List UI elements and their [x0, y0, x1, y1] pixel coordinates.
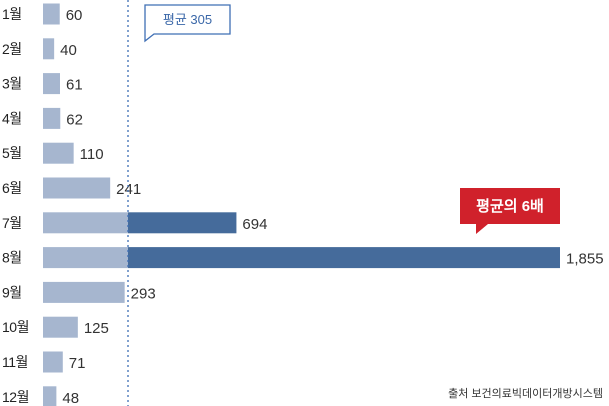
month-label: 2월	[2, 41, 22, 57]
bar-above-average	[128, 247, 561, 269]
month-label: 12월	[2, 389, 29, 405]
bar	[43, 177, 111, 199]
value-label: 40	[60, 42, 77, 59]
value-label: 1,855	[566, 251, 604, 268]
month-label: 11월	[2, 354, 28, 370]
bar	[43, 247, 129, 269]
month-label: 6월	[2, 180, 22, 196]
callout-label: 평균의 6배	[476, 197, 544, 215]
average-label: 평균 305	[163, 12, 212, 27]
callout-box: 평균의 6배	[460, 188, 560, 234]
value-label: 48	[62, 390, 79, 406]
value-label: 71	[69, 355, 86, 372]
month-label: 1월	[2, 6, 22, 22]
bar	[43, 107, 61, 129]
bar-above-average	[128, 212, 237, 234]
average-label-box-shape	[144, 4, 231, 43]
value-label: 125	[84, 320, 109, 337]
value-label: 110	[80, 146, 104, 163]
bar	[43, 142, 74, 164]
bar	[43, 351, 63, 373]
month-label: 9월	[2, 284, 22, 300]
bars-group: 1월 60 2월 40 3월 61 4월 62 5월 110 6월 241 7월 694 8월 1,855 9월…	[2, 3, 604, 406]
bar	[43, 73, 61, 95]
month-label: 3월	[2, 76, 22, 92]
bar	[43, 212, 129, 234]
month-label: 5월	[2, 145, 22, 161]
bar	[43, 3, 60, 25]
month-label: 7월	[2, 215, 22, 231]
month-label: 10월	[2, 319, 29, 335]
average-label-box: 평균 305	[144, 4, 231, 43]
bar	[43, 281, 125, 303]
value-label: 293	[131, 285, 156, 302]
value-label: 694	[242, 216, 267, 233]
bar	[43, 386, 57, 406]
value-label: 61	[66, 77, 83, 94]
month-label: 8월	[2, 250, 22, 266]
value-label: 60	[66, 7, 83, 24]
source-note: 출처 보건의료빅데이터개방시스템	[448, 387, 603, 400]
value-label: 241	[116, 181, 141, 198]
callout-box-shape	[460, 188, 560, 234]
month-label: 4월	[2, 110, 22, 126]
value-label: 62	[66, 111, 83, 128]
bar	[43, 316, 78, 338]
bar	[43, 38, 55, 60]
